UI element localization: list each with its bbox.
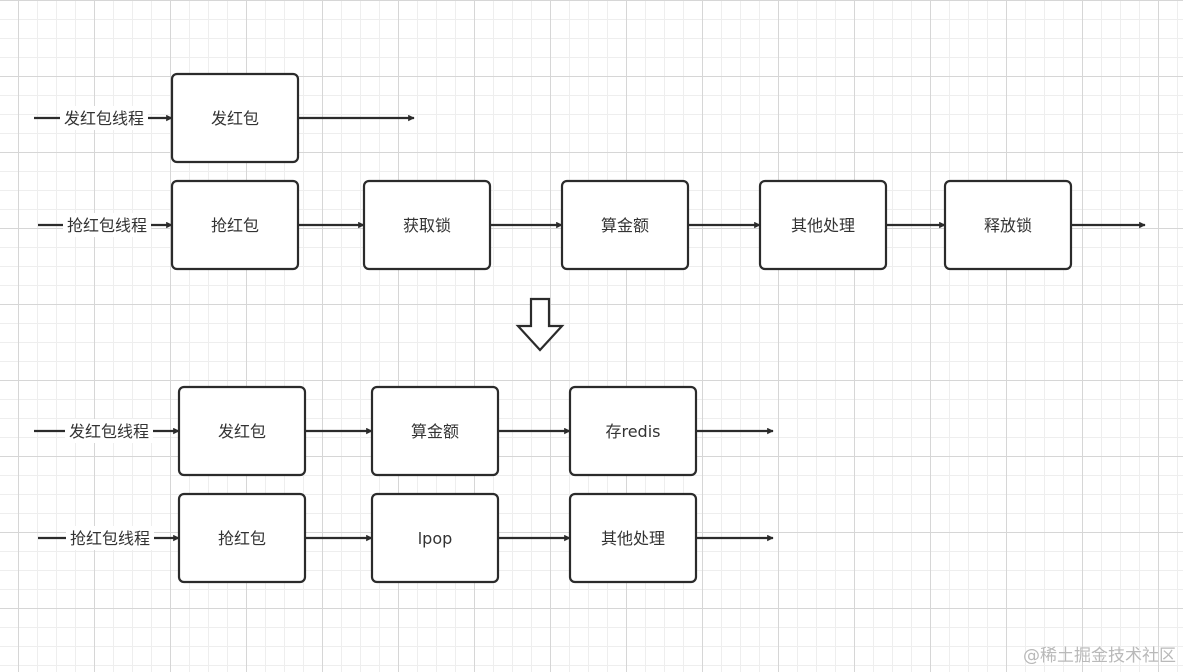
thread-label: 发红包线程 <box>69 422 149 441</box>
step-label: 其他处理 <box>601 529 665 548</box>
step-label: 释放锁 <box>984 216 1032 235</box>
bottom-row-grab: 抢红包线程 抢红包 lpop 其他处理 <box>38 492 774 584</box>
step-label: 其他处理 <box>791 216 855 235</box>
step-label: 抢红包 <box>218 529 266 548</box>
thread-label: 抢红包线程 <box>70 529 150 548</box>
step-label: 获取锁 <box>403 216 451 235</box>
step-box-calc-amount: 算金额 <box>560 179 690 271</box>
step-label: 发红包 <box>218 422 266 441</box>
step-label: 算金额 <box>411 422 459 441</box>
step-label: lpop <box>418 529 453 548</box>
bottom-section: 发红包线程 发红包 算金额 存redis 抢红包线程 <box>34 385 774 584</box>
thread-label: 抢红包线程 <box>67 216 147 235</box>
top-row-send: 发红包线程 发红包 <box>34 72 415 164</box>
step-label: 算金额 <box>601 216 649 235</box>
step-box-lpop: lpop <box>370 492 500 584</box>
step-box-send: 发红包 <box>170 72 300 164</box>
step-label: 存redis <box>605 422 660 441</box>
step-box-calc-amount: 算金额 <box>370 385 500 477</box>
step-box-send: 发红包 <box>177 385 307 477</box>
step-box-release-lock: 释放锁 <box>943 179 1073 271</box>
step-label: 抢红包 <box>211 216 259 235</box>
top-section: 发红包线程 发红包 抢红包线程 抢红包 获取锁 <box>34 72 1146 271</box>
down-arrow-outline-icon <box>515 297 565 352</box>
step-box-grab: 抢红包 <box>177 492 307 584</box>
step-label: 发红包 <box>211 109 259 128</box>
bottom-row-send: 发红包线程 发红包 算金额 存redis <box>34 385 774 477</box>
step-box-other: 其他处理 <box>568 492 698 584</box>
thread-label: 发红包线程 <box>64 109 144 128</box>
step-box-grab: 抢红包 <box>170 179 300 271</box>
step-box-store-redis: 存redis <box>568 385 698 477</box>
top-row-grab: 抢红包线程 抢红包 获取锁 算金额 其他处理 <box>38 179 1146 271</box>
step-box-acquire-lock: 获取锁 <box>362 179 492 271</box>
watermark: @稀土掘金技术社区 <box>1023 646 1176 666</box>
step-box-other: 其他处理 <box>758 179 888 271</box>
